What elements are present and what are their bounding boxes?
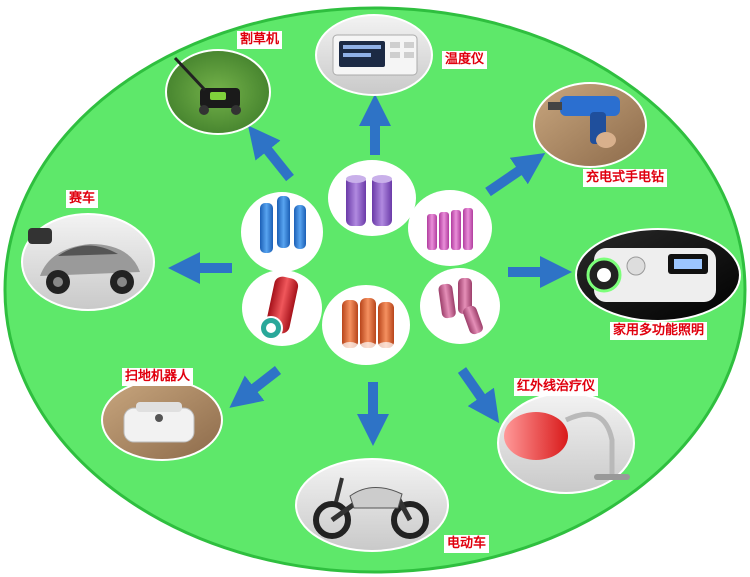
battery-pink-cells xyxy=(408,190,492,266)
arrows xyxy=(167,93,573,447)
label-lawn-mower: 割草机 xyxy=(237,31,283,49)
battery-rose-cells xyxy=(420,268,500,344)
label-race-car: 赛车 xyxy=(66,190,99,208)
photo-lighting xyxy=(575,228,741,322)
battery-orange-cells xyxy=(322,285,410,365)
battery-purple-cells xyxy=(328,160,416,236)
photo-race-car xyxy=(21,213,155,311)
label-therapy-device: 红外线治疗仪 xyxy=(514,378,599,396)
photo-drill xyxy=(533,82,647,168)
photo-ebike xyxy=(295,458,449,552)
arrow-to-lawn-mower xyxy=(248,125,294,182)
label-thermostat: 温度仪 xyxy=(442,51,488,69)
arrow-to-drill xyxy=(485,152,546,197)
battery-red-cell xyxy=(242,270,322,346)
label-drill: 充电式手电钻 xyxy=(583,169,668,187)
photo-therapy-device xyxy=(497,392,635,494)
label-robot-vacuum: 扫地机器人 xyxy=(122,368,194,386)
label-ebike: 电动车 xyxy=(444,535,490,553)
photo-thermostat xyxy=(315,14,433,96)
photo-lawn-mower xyxy=(165,49,271,135)
arrow-to-robot-vacuum xyxy=(229,366,282,408)
photo-robot-vacuum xyxy=(101,379,223,461)
arrow-to-therapy-device xyxy=(457,367,500,424)
label-lighting: 家用多功能照明 xyxy=(610,322,708,340)
battery-blue-cells xyxy=(241,192,323,272)
